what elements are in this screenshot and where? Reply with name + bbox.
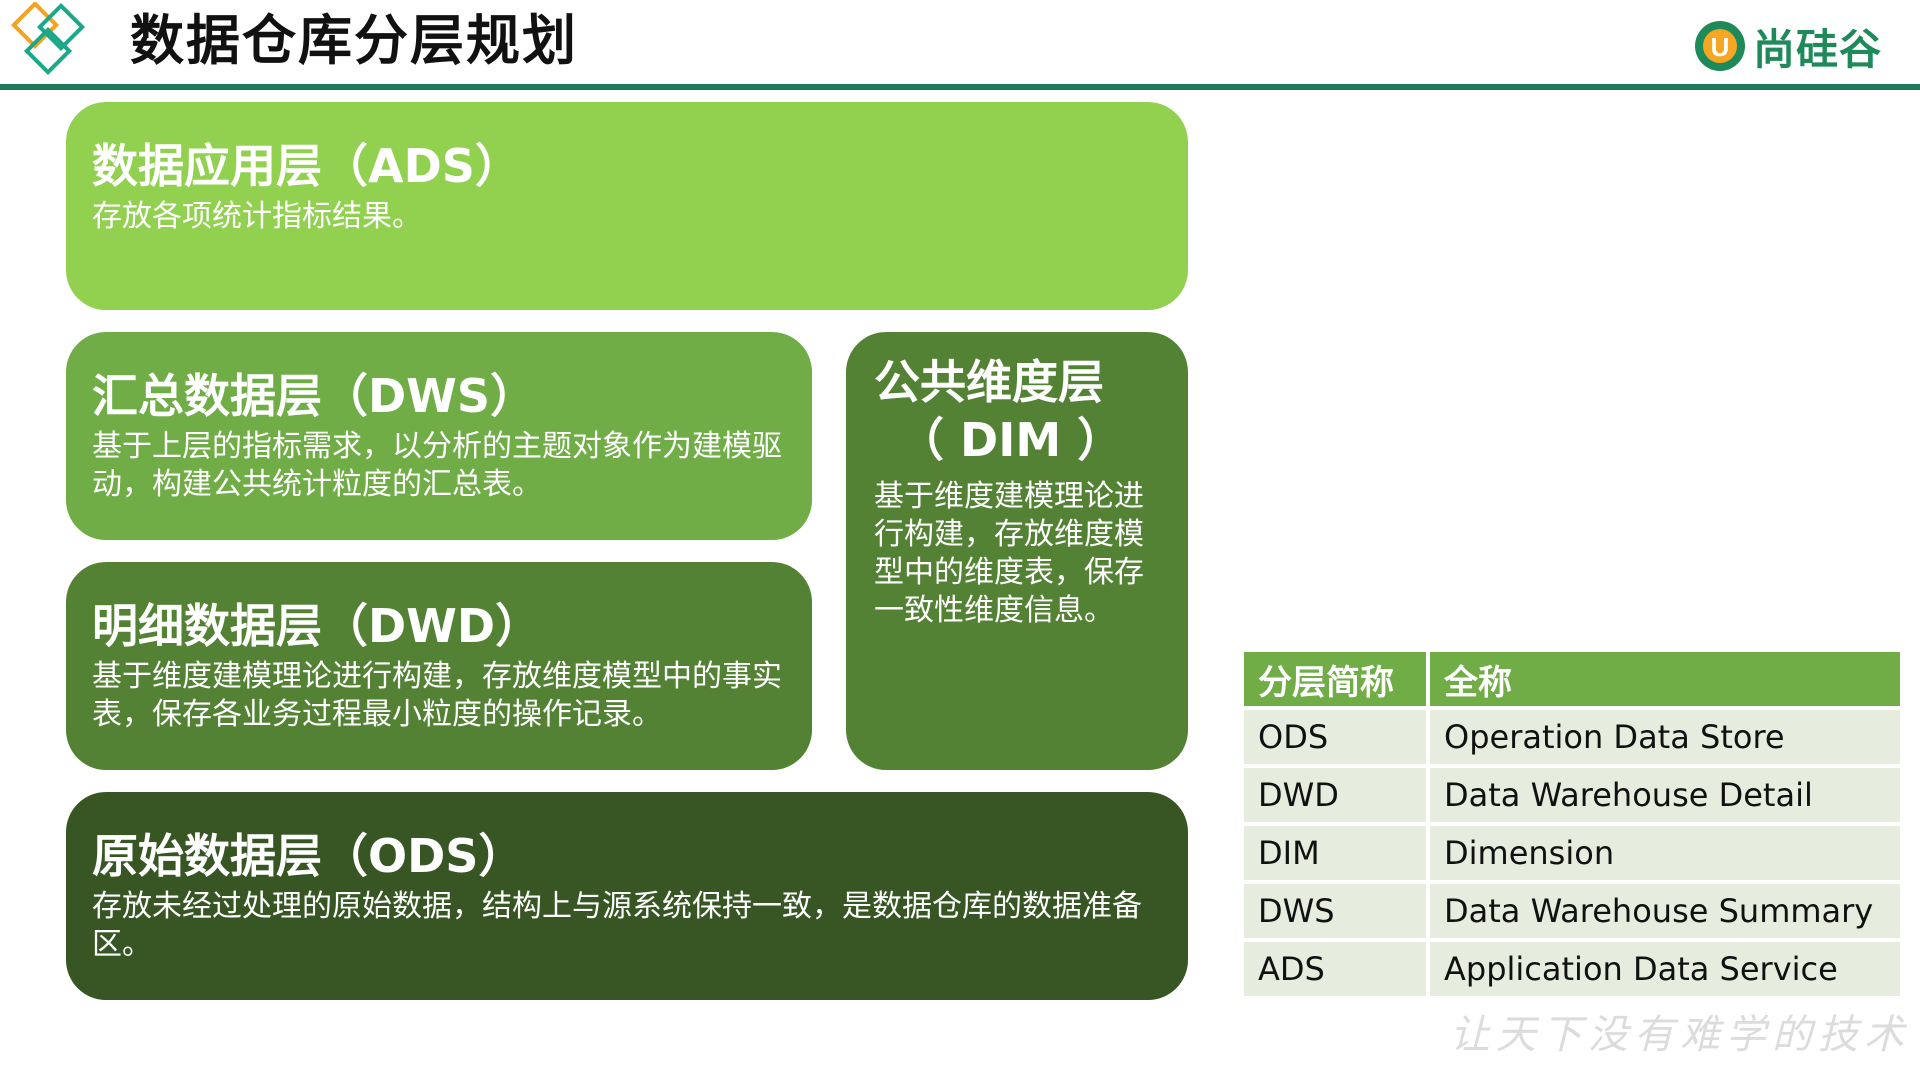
layer-dim-abbreviation: （ DIM ） — [898, 413, 1124, 467]
table-cell-full-name: Data Warehouse Summary — [1428, 882, 1900, 942]
brand-badge-icon: U — [1694, 21, 1745, 71]
layer-ads-description: 存放各项统计指标结果。 — [92, 199, 422, 234]
layer-dim-description: 基于维度建模理论进行构建，存放维度模型中的维度表，保存一致性维度信息。 — [874, 479, 1144, 628]
layer-ads-title: 数据应用层（ADS） — [92, 139, 521, 193]
table-cell-abbreviation: ODS — [1244, 708, 1430, 768]
table-cell-full-name: Operation Data Store — [1428, 708, 1900, 768]
brand-badge-letter: U — [1711, 32, 1730, 62]
table-row: DWD Data Warehouse Detail — [1244, 766, 1900, 826]
layer-dws-title: 汇总数据层（DWS） — [92, 369, 537, 423]
header-divider — [0, 84, 1920, 90]
footer-slogan: 让天下没有难学的技术 — [1450, 1012, 1910, 1058]
layer-dim-title: 公共维度层 — [874, 355, 1104, 409]
brand-name: 尚硅谷 — [1752, 24, 1882, 74]
diamond-logo-icon — [10, 2, 86, 76]
brand: U 尚硅谷 — [1693, 16, 1882, 76]
header: 数据仓库分层规划 U 尚硅谷 — [0, 0, 1920, 92]
table-cell-abbreviation: DWS — [1244, 882, 1430, 942]
layer-dwd-description: 基于维度建模理论进行构建，存放维度模型中的事实表，保存各业务过程最小粒度的操作记… — [92, 659, 782, 732]
layer-ods-description: 存放未经过处理的原始数据，结构上与源系统保持一致，是数据仓库的数据准备区。 — [92, 889, 1142, 962]
layer-dwd-title: 明细数据层（DWD） — [92, 599, 542, 653]
table-cell-full-name: Application Data Service — [1428, 940, 1900, 1000]
abbreviation-table: 分层简称 全称 ODS Operation Data Store DWD Dat… — [1244, 652, 1900, 1000]
layer-ods-title: 原始数据层（ODS） — [92, 829, 525, 883]
table-cell-abbreviation: DIM — [1244, 824, 1430, 884]
table-row: DWS Data Warehouse Summary — [1244, 882, 1900, 942]
table-cell-abbreviation: ADS — [1244, 940, 1430, 1000]
layer-dws-description: 基于上层的指标需求，以分析的主题对象作为建模驱动，构建公共统计粒度的汇总表。 — [92, 429, 782, 502]
table-row: DIM Dimension — [1244, 824, 1900, 884]
table-cell-full-name: Dimension — [1428, 824, 1900, 884]
layer-dwd: 明细数据层（DWD） 基于维度建模理论进行构建，存放维度模型中的事实表，保存各业… — [66, 562, 812, 770]
layer-ods: 原始数据层（ODS） 存放未经过处理的原始数据，结构上与源系统保持一致，是数据仓… — [66, 792, 1188, 1000]
layer-ads: 数据应用层（ADS） 存放各项统计指标结果。 — [66, 102, 1188, 310]
column-header-full-name: 全称 — [1428, 652, 1900, 710]
table-cell-full-name: Data Warehouse Detail — [1428, 766, 1900, 826]
page-title: 数据仓库分层规划 — [130, 9, 578, 72]
table-row: ADS Application Data Service — [1244, 940, 1900, 1000]
table-cell-abbreviation: DWD — [1244, 766, 1430, 826]
table-row: ODS Operation Data Store — [1244, 708, 1900, 768]
layer-dim: 公共维度层 （ DIM ） 基于维度建模理论进行构建，存放维度模型中的维度表，保… — [846, 332, 1188, 770]
layer-dws: 汇总数据层（DWS） 基于上层的指标需求，以分析的主题对象作为建模驱动，构建公共… — [66, 332, 812, 540]
column-header-abbreviation: 分层简称 — [1244, 652, 1430, 710]
table-header-row: 分层简称 全称 — [1244, 652, 1900, 710]
